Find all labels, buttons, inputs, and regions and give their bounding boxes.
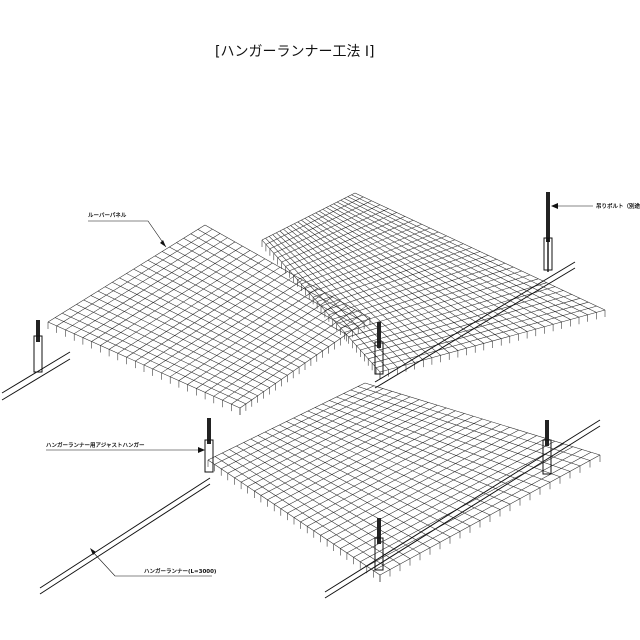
- adjust-hanger-bottom: [374, 518, 384, 571]
- callout-hanger-runner: ハンガーランナー(L=3000): [90, 548, 217, 577]
- hanger-bolt-top-right: [543, 192, 553, 272]
- callout-hanger-bolt: 吊りボルト（別途）: [551, 202, 640, 210]
- arrowhead-icon: [198, 447, 205, 453]
- louver-panels: [47, 192, 606, 582]
- arrowhead-icon: [160, 240, 166, 247]
- hanger-runners: [1, 261, 601, 599]
- adjust-hanger-middle: [374, 322, 384, 375]
- louver-panel-bottom-right: [207, 382, 601, 582]
- arrowhead-icon: [551, 203, 558, 209]
- label-hanger-runner: ハンガーランナー(L=3000): [144, 567, 217, 575]
- callout-louver-panel: ルーバーパネル: [88, 211, 167, 248]
- diagram-title: [ハンガーランナー工法 Ⅰ]: [215, 44, 375, 60]
- adjust-hanger-left: [33, 320, 43, 373]
- callout-adjust-hanger: ハンガーランナー用アジャストハンガー: [46, 441, 205, 453]
- adjust-hanger-right: [542, 420, 552, 475]
- louver-panel-top-right: [261, 192, 606, 379]
- runner-left: [1, 351, 71, 401]
- louver-panel-left: [47, 224, 371, 415]
- label-adjust-hanger: ハンガーランナー用アジャストハンガー: [46, 441, 145, 449]
- runner-right-back: [374, 261, 576, 389]
- adjust-hangers: [33, 192, 553, 571]
- runner-right-front: [324, 419, 601, 599]
- adjust-hanger-center: [204, 418, 214, 473]
- runner-center: [39, 477, 211, 595]
- arrowhead-icon: [90, 548, 96, 555]
- label-louver-panel: ルーバーパネル: [88, 211, 127, 219]
- label-hanger-bolt: 吊りボルト（別途）: [596, 202, 640, 210]
